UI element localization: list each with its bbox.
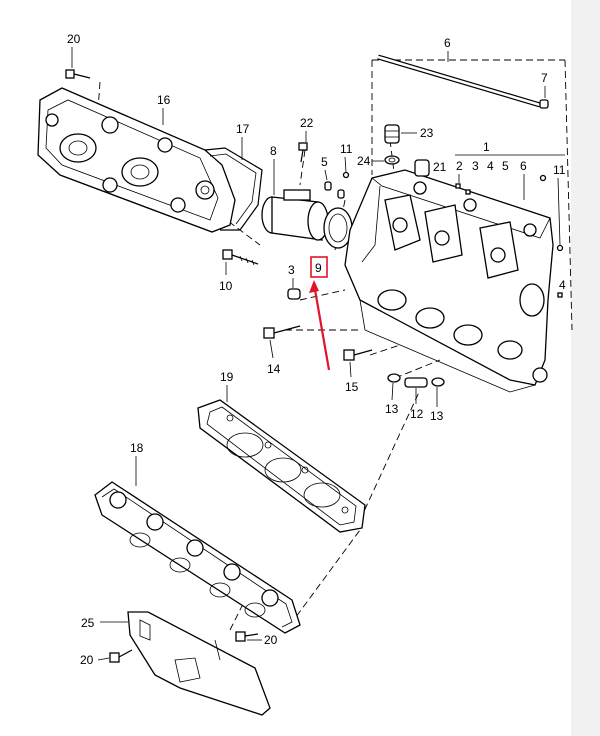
seal-13a bbox=[387, 373, 401, 383]
part-labels: 20 16 17 8 22 5 11 1 2 3 4 5 6 11 7 6 23… bbox=[67, 32, 566, 667]
label-22: 22 bbox=[300, 116, 314, 130]
sleeve-12 bbox=[404, 377, 428, 388]
label-leaders bbox=[71, 47, 565, 661]
label-17: 17 bbox=[236, 122, 250, 136]
label-16: 16 bbox=[157, 93, 171, 107]
bolt-20-top bbox=[65, 69, 91, 79]
label-13b: 13 bbox=[430, 409, 444, 423]
label-10: 10 bbox=[219, 279, 233, 293]
label-20-top: 20 bbox=[67, 32, 81, 46]
label-9: 9 bbox=[315, 261, 322, 275]
dash-line-bolt15 bbox=[369, 344, 401, 356]
label-6: 6 bbox=[444, 36, 451, 50]
dash-line-pin bbox=[394, 359, 441, 379]
label-5a: 5 bbox=[321, 155, 328, 169]
bolt-10 bbox=[222, 249, 259, 266]
label-21: 21 bbox=[433, 160, 447, 174]
dash-line-bolt22 bbox=[299, 149, 306, 186]
bolt-22 bbox=[298, 142, 308, 163]
seal-13b bbox=[431, 377, 445, 387]
rod-part bbox=[377, 54, 549, 109]
dash-line-gasket19 bbox=[359, 389, 421, 521]
cylinder-head bbox=[344, 169, 554, 393]
label-8: 8 bbox=[270, 144, 277, 158]
dash-line-right bbox=[564, 59, 573, 331]
label-4: 4 bbox=[559, 278, 566, 292]
highlight-arrowhead bbox=[309, 280, 319, 293]
side-panel bbox=[571, 0, 600, 736]
label-24: 24 bbox=[357, 154, 371, 168]
lower-plate bbox=[94, 481, 301, 634]
label-20-bottom: 20 bbox=[80, 653, 94, 667]
label-7: 7 bbox=[541, 71, 548, 85]
bolt-15 bbox=[343, 349, 373, 361]
bracket-plate bbox=[127, 611, 271, 716]
actuator-part bbox=[261, 189, 353, 249]
label-13a: 13 bbox=[385, 402, 399, 416]
label-11b: 11 bbox=[553, 163, 566, 177]
dash-line-plate18 bbox=[289, 529, 361, 626]
bolt-14 bbox=[263, 325, 301, 339]
label-5b: 5 bbox=[502, 159, 509, 173]
bolt-20-bracket bbox=[235, 631, 259, 642]
label-25: 25 bbox=[81, 616, 95, 630]
label-18: 18 bbox=[130, 441, 144, 455]
label-14: 14 bbox=[267, 362, 281, 376]
label-15: 15 bbox=[345, 380, 359, 394]
pins-5 bbox=[324, 181, 345, 199]
dash-line-plug bbox=[299, 289, 346, 301]
label-3a: 3 bbox=[288, 263, 295, 277]
label-3b: 3 bbox=[472, 159, 479, 173]
label-6b: 6 bbox=[520, 159, 527, 173]
cover-gasket bbox=[204, 147, 263, 231]
highlight-box bbox=[310, 256, 328, 278]
label-12: 12 bbox=[410, 407, 424, 421]
small-marks bbox=[342, 171, 564, 298]
fitting-23 bbox=[384, 124, 400, 144]
head-gasket bbox=[197, 399, 366, 533]
label-1: 1 bbox=[483, 140, 490, 154]
plug-3 bbox=[287, 288, 301, 300]
highlight-callout bbox=[309, 256, 331, 371]
label-2: 2 bbox=[456, 159, 463, 173]
label-11a: 11 bbox=[340, 142, 353, 156]
washer-24 bbox=[384, 155, 400, 165]
label-19: 19 bbox=[220, 370, 234, 384]
highlight-arrow bbox=[312, 283, 331, 371]
label-23: 23 bbox=[420, 126, 434, 140]
label-4b: 4 bbox=[487, 159, 494, 173]
valve-cover bbox=[37, 87, 236, 233]
bolt-20-bottom bbox=[109, 649, 133, 663]
plug-21 bbox=[414, 159, 430, 177]
label-20-bracket: 20 bbox=[264, 633, 278, 647]
